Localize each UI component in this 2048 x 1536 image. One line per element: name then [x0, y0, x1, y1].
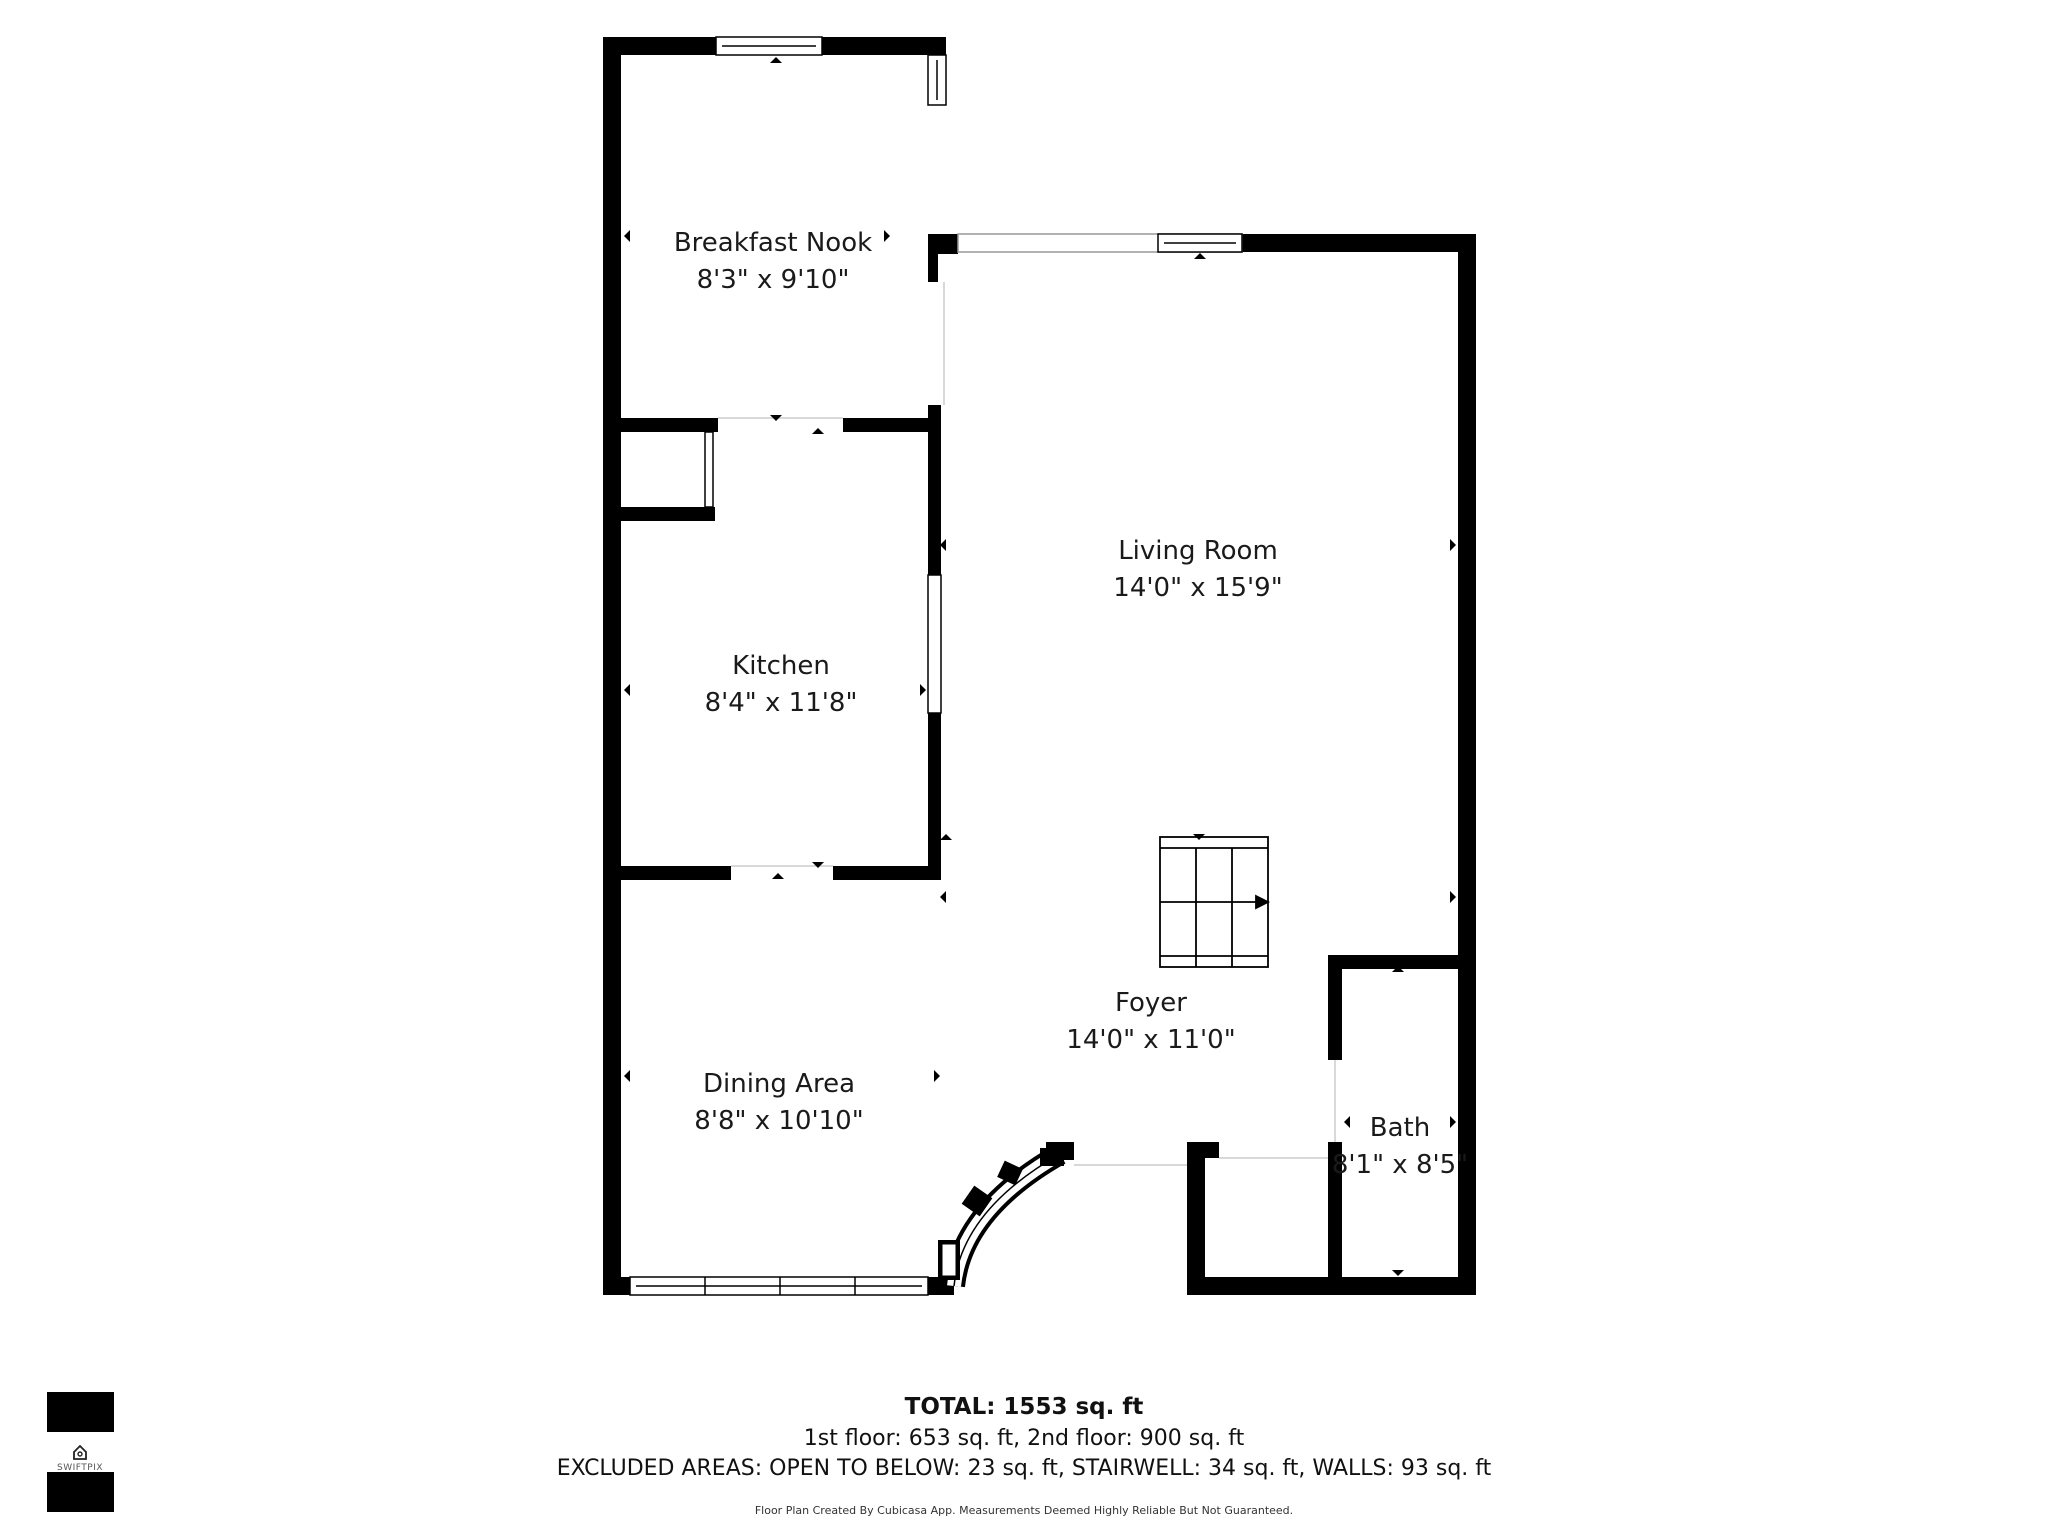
wall-closet-west	[1187, 1142, 1205, 1295]
wall-pantry-bottom	[603, 507, 715, 521]
wall-kitchen-north-right	[843, 418, 936, 432]
room-name-bath: Bath	[1370, 1113, 1430, 1143]
room-dims-foyer: 14'0" x 11'0"	[1066, 1025, 1235, 1055]
wall-kitchen-east-upper	[928, 405, 941, 575]
excluded-areas: EXCLUDED AREAS: OPEN TO BELOW: 23 sq. ft…	[556, 1456, 1492, 1481]
wall-nook-north-right	[822, 37, 946, 55]
room-dims-bath: 8'1" x 8'5"	[1332, 1150, 1468, 1180]
wall-bath-west-lower	[1328, 1142, 1342, 1295]
wall-dining-south-left	[603, 1277, 630, 1295]
wall-bath-west-upper	[1328, 955, 1342, 1060]
wall-kitchen-south-right	[833, 866, 941, 880]
room-dims-kitchen: 8'4" x 11'8"	[705, 688, 858, 718]
wall-pantry-right	[703, 418, 715, 432]
window-kitchen-east	[927, 574, 942, 714]
stairs	[1159, 836, 1271, 968]
wall-closet-south	[1187, 1277, 1476, 1295]
walls	[603, 37, 1476, 1295]
svg-text:SWIFTPIX: SWIFTPIX	[57, 1463, 103, 1472]
room-name-kitchen: Kitchen	[732, 651, 830, 681]
total-area: TOTAL: 1553 sq. ft	[904, 1394, 1144, 1420]
door-pantry	[704, 431, 714, 508]
bay-window	[938, 1144, 1066, 1288]
wall-closet-top	[1187, 1142, 1219, 1158]
room-name-breakfast-nook: Breakfast Nook	[674, 228, 872, 258]
dimension-markers	[624, 57, 1456, 1276]
room-labels: Breakfast Nook 8'3" x 9'10" Living Room …	[674, 228, 1468, 1180]
wall-living-north	[1242, 234, 1476, 252]
floor-areas: 1st floor: 653 sq. ft, 2nd floor: 900 sq…	[803, 1426, 1245, 1451]
wall-east	[1458, 234, 1476, 1295]
room-dims-living-room: 14'0" x 15'9"	[1113, 573, 1282, 603]
wall-nook-north-left	[603, 37, 716, 55]
room-dims-breakfast-nook: 8'3" x 9'10"	[697, 265, 850, 295]
room-name-living-room: Living Room	[1118, 536, 1278, 566]
room-dims-dining-area: 8'8" x 10'10"	[694, 1106, 863, 1136]
wall-pantry-right-low	[703, 507, 715, 521]
wall-west	[603, 37, 621, 1295]
wall-kitchen-east-lower	[928, 713, 941, 878]
house-icon: SWIFTPIX	[57, 1444, 103, 1472]
swiftpix-logo: SWIFTPIX	[47, 1392, 114, 1512]
room-name-dining-area: Dining Area	[703, 1069, 855, 1099]
disclaimer: Floor Plan Created By Cubicasa App. Meas…	[754, 1504, 1294, 1517]
openings	[629, 36, 1336, 1296]
room-name-foyer: Foyer	[1115, 988, 1187, 1018]
wall-kitchen-north-left	[603, 418, 718, 432]
wall-bath-north	[1328, 955, 1476, 969]
wall-nook-east-lower	[928, 234, 938, 282]
wall-kitchen-south-left	[603, 866, 731, 880]
